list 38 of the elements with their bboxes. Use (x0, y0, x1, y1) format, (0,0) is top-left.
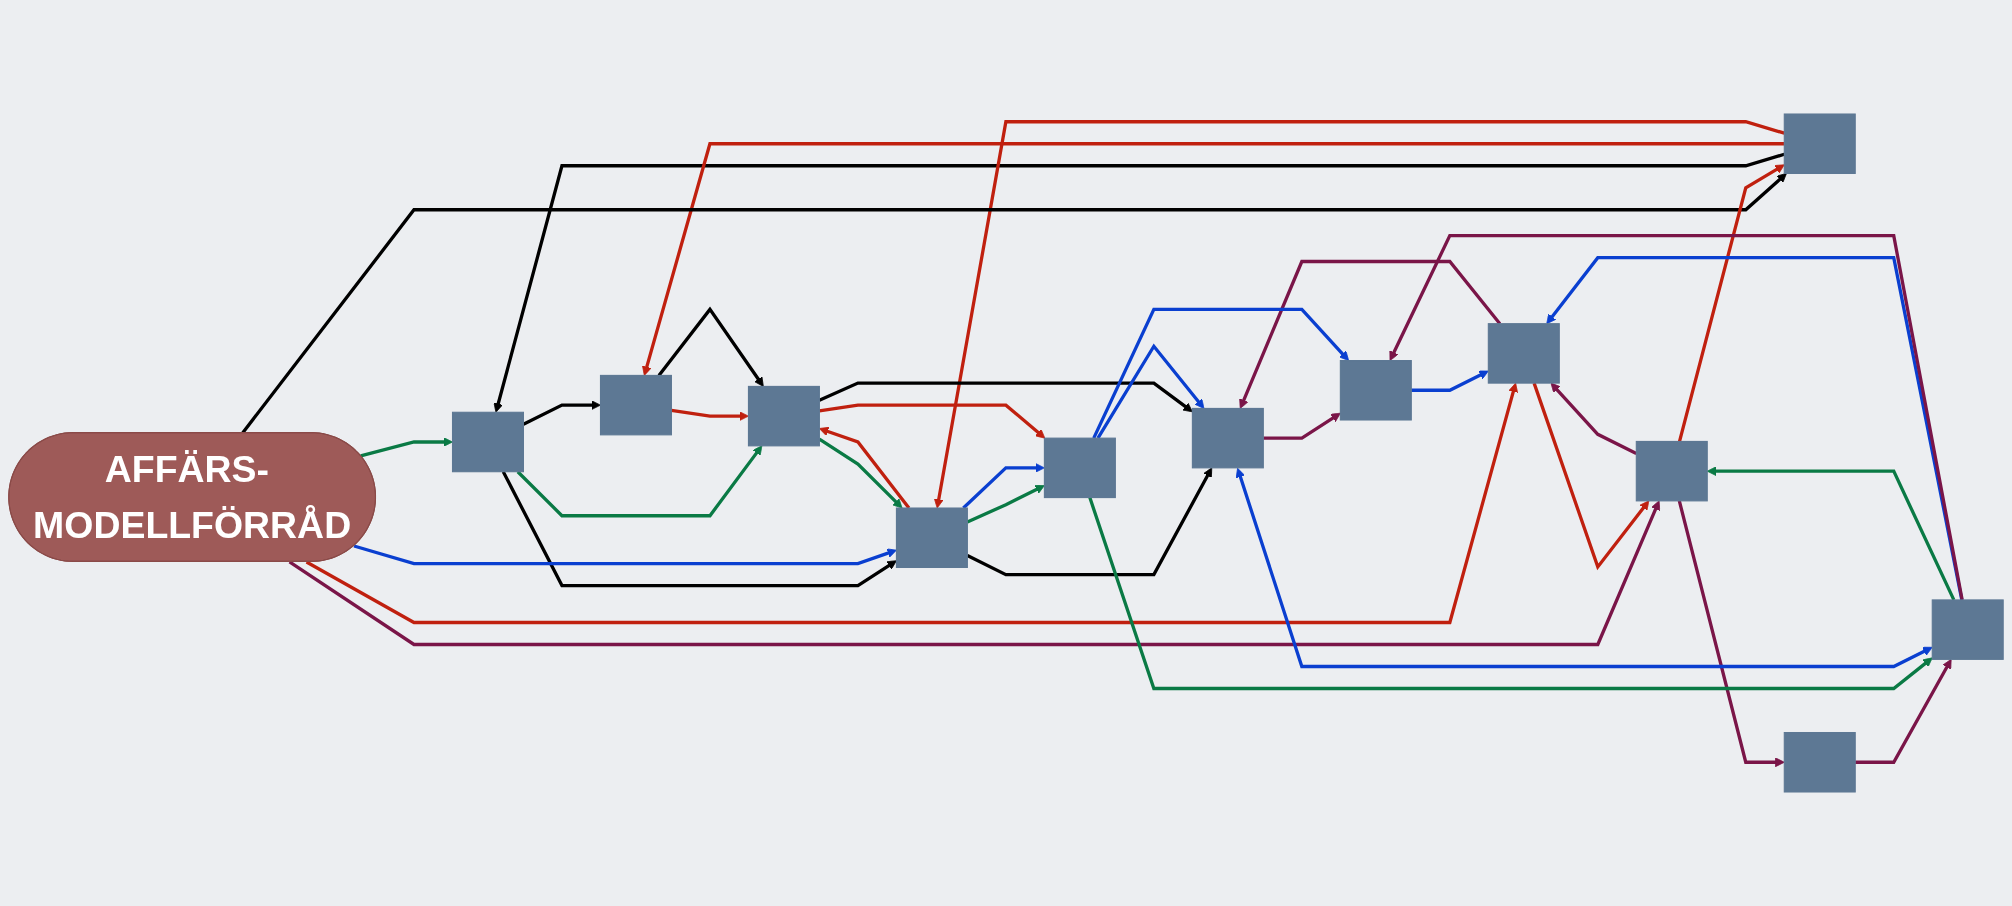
arrow (671, 408, 749, 421)
arrow (1092, 307, 1350, 439)
node-box (1635, 440, 1708, 502)
node-box (1783, 732, 1856, 793)
node-box (1191, 407, 1264, 469)
node-box (1783, 113, 1856, 174)
arrow (501, 470, 897, 588)
arrow (493, 152, 1785, 413)
arrow (1677, 164, 1785, 442)
node-box (1339, 360, 1412, 421)
arrow (516, 445, 763, 518)
arrow (1389, 234, 1964, 601)
arrow (288, 500, 1661, 647)
arrow (1263, 412, 1341, 440)
arrow (360, 437, 453, 458)
arrow (1239, 259, 1502, 409)
arrow (1677, 500, 1785, 768)
arrow (305, 382, 1518, 625)
arrow (353, 544, 897, 566)
node-box (1043, 437, 1116, 499)
arrow (1235, 467, 1933, 669)
node-box (747, 385, 820, 447)
node-box (451, 411, 524, 473)
arrow (642, 142, 1785, 376)
node-box (1931, 599, 2004, 660)
arrow (819, 403, 1046, 439)
arrow (1532, 382, 1650, 571)
arrow (962, 463, 1045, 510)
arrow (1096, 343, 1205, 439)
arrow (241, 173, 1787, 435)
arrow (1411, 370, 1489, 392)
arrow (1088, 497, 1933, 691)
arrow (1855, 658, 1952, 764)
node-box (599, 374, 672, 436)
node-box (1487, 323, 1560, 384)
arrow (657, 306, 764, 387)
node-box (895, 507, 968, 568)
arrow (933, 120, 1785, 509)
